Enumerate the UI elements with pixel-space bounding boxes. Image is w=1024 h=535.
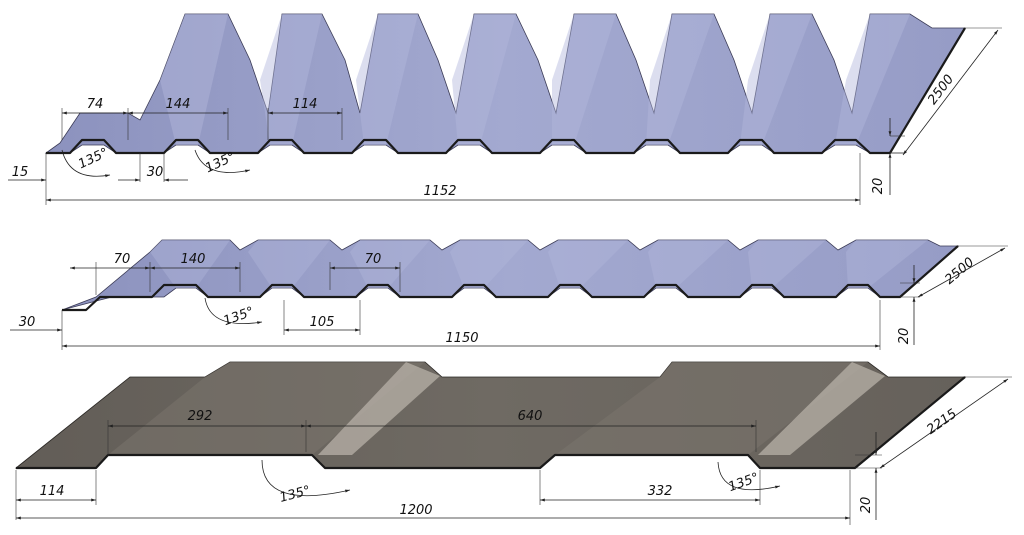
- sheet-2: [61, 239, 960, 312]
- dim-30-b: 30: [19, 315, 36, 330]
- dim-74: 74: [87, 97, 104, 112]
- dim-140: 140: [181, 252, 206, 267]
- dim-1200: 1200: [399, 503, 432, 518]
- sheet-1-dimensions: 74 144 114 135° 135° 15 30 1152 20 2500: [8, 27, 1002, 205]
- dim-height-3: 20: [859, 497, 874, 514]
- dim-angle-1: 135°: [76, 145, 111, 172]
- dim-2500-b: 2500: [942, 255, 977, 288]
- dim-114: 114: [293, 97, 318, 112]
- sheet-3: [14, 361, 967, 470]
- dim-70-a: 70: [114, 252, 131, 267]
- dim-70-b: 70: [365, 252, 382, 267]
- dim-15: 15: [12, 165, 29, 180]
- dim-332: 332: [648, 484, 673, 499]
- dim-640: 640: [518, 409, 543, 424]
- dim-angle-3: 135°: [222, 304, 257, 329]
- dim-1152: 1152: [423, 184, 456, 199]
- dim-144: 144: [166, 97, 191, 112]
- dim-angle-4: 135°: [278, 483, 312, 506]
- sheet-1-front-edge: [46, 27, 966, 155]
- dim-height-1: 20: [871, 178, 886, 195]
- dim-2215: 2215: [924, 406, 960, 437]
- dim-114-b: 114: [40, 484, 65, 499]
- dim-30: 30: [147, 165, 164, 180]
- sheet-3-front-edge: [16, 376, 966, 470]
- dim-height-2: 20: [897, 328, 912, 345]
- dim-angle-5: 135°: [727, 470, 762, 495]
- dim-105: 105: [310, 315, 335, 330]
- sheet-2-front-edge: [62, 245, 959, 312]
- sheet-1: [44, 13, 966, 155]
- dim-292: 292: [188, 409, 213, 424]
- dim-1150: 1150: [445, 331, 478, 346]
